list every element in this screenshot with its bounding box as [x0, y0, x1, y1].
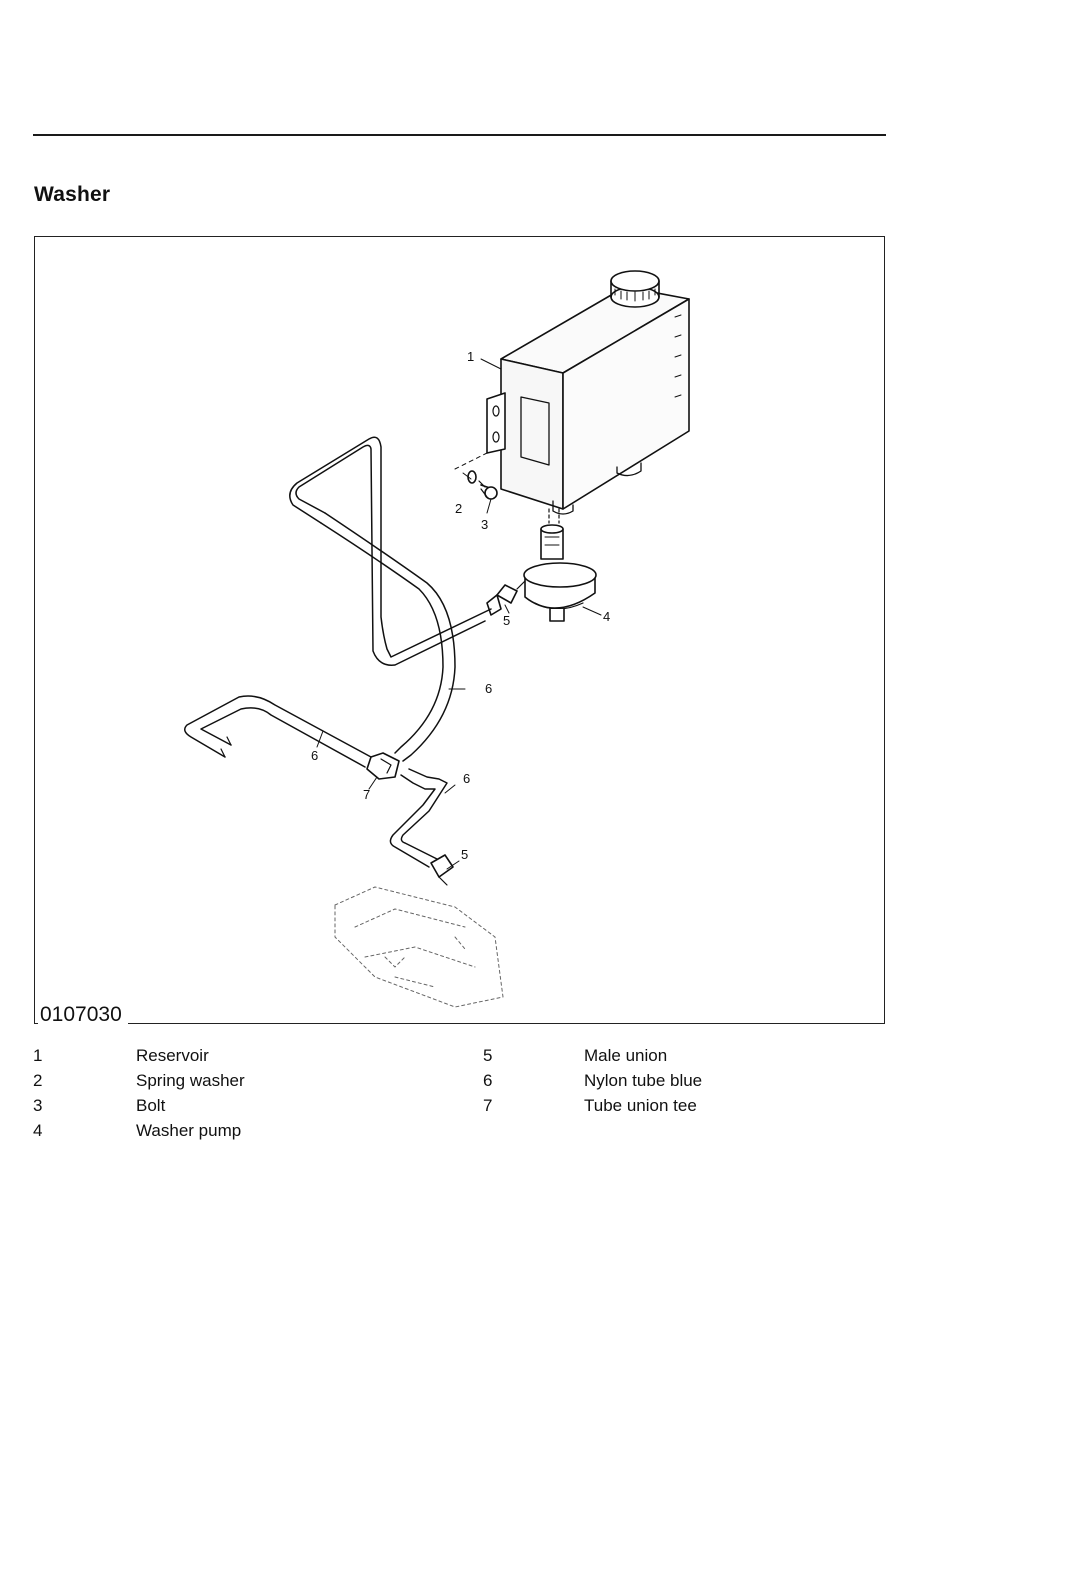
tube-tee-drawing [366, 752, 400, 780]
callout-5-top: 5 [503, 613, 510, 628]
callout-3: 3 [481, 517, 488, 532]
callout-6-left: 6 [311, 748, 318, 763]
legend-label: Spring washer [136, 1071, 245, 1090]
exploded-diagram: 1 2 3 4 5 6 6 7 6 5 0107030 [34, 236, 885, 1027]
nylon-tube-drawing [184, 436, 492, 868]
bolt-and-washer-drawing [454, 452, 498, 500]
legend-label: Bolt [136, 1096, 166, 1115]
callout-2: 2 [455, 501, 462, 516]
leader-lines [316, 358, 602, 870]
legend-label: Male union [584, 1046, 668, 1065]
callout-6-right: 6 [485, 681, 492, 696]
callout-7: 7 [363, 787, 370, 802]
legend-label: Reservoir [136, 1046, 209, 1065]
legend-number: 7 [483, 1096, 493, 1115]
figure-id: 0107030 [38, 1003, 128, 1027]
legend-number: 5 [483, 1046, 493, 1065]
legend-number: 6 [483, 1071, 493, 1090]
section-title: Washer [34, 183, 111, 206]
legend-number: 3 [33, 1096, 43, 1115]
legend-number: 1 [33, 1046, 43, 1065]
top-rule [33, 134, 886, 136]
callout-6-lower: 6 [463, 771, 470, 786]
washer-pump-drawing [523, 524, 597, 622]
legend-number: 2 [33, 1071, 43, 1090]
legend-label: Washer pump [136, 1121, 242, 1140]
male-union-bottom-drawing [430, 854, 454, 886]
callout-4: 4 [603, 609, 610, 624]
legend-number: 4 [33, 1121, 43, 1140]
legend-label: Nylon tube blue [584, 1071, 703, 1090]
washer-jet-drawing [334, 886, 504, 1008]
callout-5-bottom: 5 [461, 847, 468, 862]
diagram-drawing: 1 2 3 4 5 6 6 7 6 5 [184, 270, 690, 1008]
reservoir-drawing [486, 270, 690, 524]
callout-1: 1 [467, 349, 474, 364]
legend-label: Tube union tee [584, 1096, 697, 1115]
male-union-top-drawing [486, 580, 526, 616]
